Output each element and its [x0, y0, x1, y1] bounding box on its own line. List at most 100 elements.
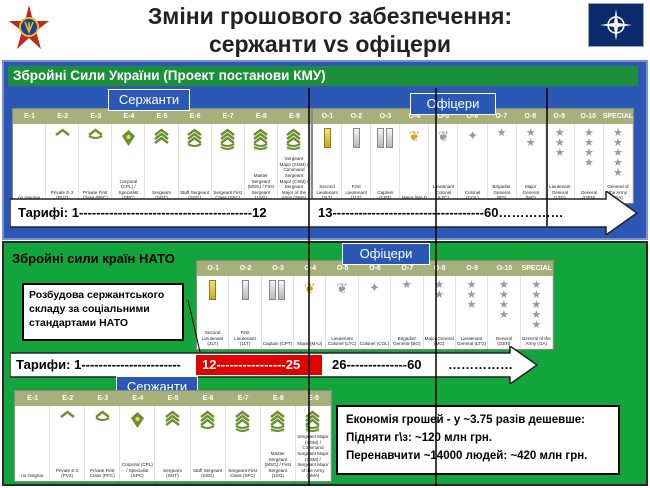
rank-name-caption: Colonel (COL)	[359, 341, 390, 347]
rank-name-caption: Private E-2 (PV2)	[55, 467, 79, 479]
rank-name-caption: Major (MAJ)	[401, 195, 427, 201]
nato-officer-rank-o-4: ❦ Major (MAJ)	[294, 276, 327, 349]
rank-code-label: O-5	[437, 113, 450, 120]
rank-name-caption: Sergeant First Class (SFC)	[213, 189, 243, 201]
rank-code-label: E-3	[97, 395, 109, 402]
rank-code-label: E-9	[288, 113, 300, 120]
rank-name-caption: Master Sergeant (MSG) / First Sergeant (…	[247, 173, 274, 201]
officer-rank-o-2: First Lieutenant (1LT)	[342, 124, 372, 203]
rank-name-caption: Corporal (CPL) / Specialist (SPC)	[118, 178, 139, 201]
rank-name-caption: Master Sergeant (MSG) / First Sergeant (…	[264, 451, 291, 479]
ukraine-sergeants-tag: Сержанти	[108, 89, 190, 111]
rank-name-caption: Sergeant Major (SGM) / Command Sergeant …	[279, 156, 309, 201]
rank-code-label: E-1	[27, 395, 38, 402]
ukraine-tariffs-label: Тарифі: 1-------------------------------…	[18, 205, 267, 220]
rank-name-caption: General of the Army (GA)	[521, 335, 551, 347]
rank-name-caption: General (GEN)	[580, 189, 598, 201]
nato-enlisted-rank-e-3: Private First Class (PFC)	[85, 406, 121, 481]
rank-name-caption: Captain (CPT)	[377, 189, 394, 201]
rank-code-label: O-8	[524, 113, 537, 120]
ukraine-tariff-arrow: Тарифі: 1-------------------------------…	[10, 191, 638, 235]
rank-name-caption: General of the Army (GA)	[607, 184, 629, 201]
officer-rank-o-9: ★★★Lieutenant General (LTG)	[546, 124, 575, 203]
rank-name-caption: Second Lieutenant (2LT)	[201, 330, 224, 347]
enlisted-rank-e-4: Corporal (CPL) / Specialist (SPC)	[112, 124, 146, 203]
enlisted-rank-e-1: no insignia	[13, 124, 47, 203]
rank-name-caption: Private First Class (PFC)	[82, 189, 108, 201]
nato-officer-rank-o-10: ★★★★General (GEN)	[488, 276, 521, 349]
rank-name-caption: Major (MAJ)	[297, 341, 323, 347]
rank-code-label: O-9	[553, 113, 566, 120]
rank-name-caption: Private E-2 (PV2)	[50, 189, 74, 201]
rank-name-caption: Lieutenant General (LTG)	[456, 335, 487, 347]
general-stars-icon: ★★★★	[498, 279, 509, 321]
enlisted-rank-e-3: Private First Class (PFC)	[79, 124, 113, 203]
nato-enlisted-rank-e-4: Corporal (CPL) / Specialist (SPC)	[120, 406, 156, 481]
nato-officer-rank-o-6: ✦ Colonel (COL)	[359, 276, 392, 349]
nato-officer-rank-special: ★★★★★General of the Army (GA)	[521, 276, 553, 349]
rank-code-label: E-9	[307, 395, 319, 402]
ukraine-heading: Збройні Сили України (Проект постанови К…	[8, 66, 638, 86]
rank-code-label: O-10	[580, 113, 596, 120]
rank-code-label: E-2	[62, 395, 74, 402]
rank-code-label: O-7	[495, 113, 508, 120]
rank-name-caption: Lieutenant Colonel (LTC)	[327, 335, 357, 347]
nato-enlisted-rank-e-6: Staff Sergeant (SSG)	[191, 406, 226, 481]
nato-officer-rank-o-2: First Lieutenant (1LT)	[229, 276, 262, 349]
silver-bar-icon	[241, 280, 249, 300]
rank-code-label: O-1	[321, 113, 334, 120]
officer-rank-o-4: ❦Major (MAJ)	[400, 124, 430, 203]
rank-name-caption: Captain (CPT)	[262, 341, 293, 347]
officer-rank-o-7: ★ Brigadier General (BG)	[488, 124, 517, 203]
nato-officer-rank-o-1: Second Lieutenant (2LT)	[197, 276, 230, 349]
enlisted-rank-e-6: Staff Sergeant (SSG)	[179, 124, 212, 203]
officer-rank-o-3: Captain (CPT)	[371, 124, 401, 203]
general-stars-icon: ★★	[434, 279, 445, 301]
rank-code-label: E-3	[90, 113, 102, 120]
general-stars-icon: ★★★★	[583, 127, 594, 169]
rank-name-caption: Major General (MG)	[522, 184, 539, 201]
enlisted-rank-e-9: Sergeant Major (SGM) / Command Sergeant …	[278, 124, 311, 203]
rank-name-caption: First Lieutenant (1LT)	[234, 330, 256, 347]
nato-emblem	[588, 3, 644, 47]
nato-tariffs-dots: ……………	[448, 357, 513, 372]
rank-code-label: E-5	[167, 395, 179, 402]
officer-rank-o-10: ★★★★ General (GEN)	[575, 124, 604, 203]
rank-code-label: O-3	[272, 265, 284, 272]
nato-enlisted-rank-e-1: no insignia	[15, 406, 51, 481]
rank-code-label: O-9	[466, 265, 478, 272]
rank-code-label: O-4	[304, 265, 317, 272]
rank-name-caption: Lieutenant General (LTG)	[549, 184, 571, 201]
nato-officer-rank-o-8: ★★Major General (MG)	[424, 276, 456, 349]
ukraine-section: Збройні Сили України (Проект постанови К…	[2, 60, 648, 240]
rank-code-label: O-3	[379, 113, 392, 120]
rank-name-caption: Lieutenant Colonel (LTC)	[432, 184, 455, 201]
rank-code-label: E-7	[222, 113, 234, 120]
rank-name-caption: Brigadier General (BG)	[492, 184, 511, 201]
enlisted-rank-e-5: Sergeant (SGT)	[145, 124, 179, 203]
nato-enlisted-rank-e-9: Sergeant Major (SGM) / Command Sergeant …	[296, 406, 331, 481]
nato-heading: Збройні сили країн НАТО	[12, 251, 175, 266]
nato-tariffs-officers: 26--------------60	[332, 357, 422, 372]
rank-code-label: O-6	[466, 113, 479, 120]
general-stars-icon: ★	[496, 127, 507, 139]
rank-code-label: O-6	[369, 265, 381, 272]
nato-savings-callout: Економія грошей - у ~3.75 разів дешевше:…	[336, 405, 620, 475]
rank-code-label: O-2	[239, 265, 252, 272]
rank-code-label: O-8	[433, 265, 446, 272]
savings-line-1: Економія грошей - у ~3.75 разів дешевше:	[346, 414, 586, 426]
eagle-icon: ✦	[369, 280, 380, 295]
gold-oak-leaf-icon: ❦	[303, 280, 316, 296]
nato-tariffs-sergeants-red: 12----------------25	[196, 355, 322, 375]
general-stars-icon: ★	[401, 279, 412, 291]
silver-bar-icon	[352, 128, 360, 148]
savings-line-2: Підняти г\з: ~120 млн грн.	[346, 432, 493, 444]
ukraine-tariffs-officers: 13-----------------------------------60……	[318, 205, 564, 220]
